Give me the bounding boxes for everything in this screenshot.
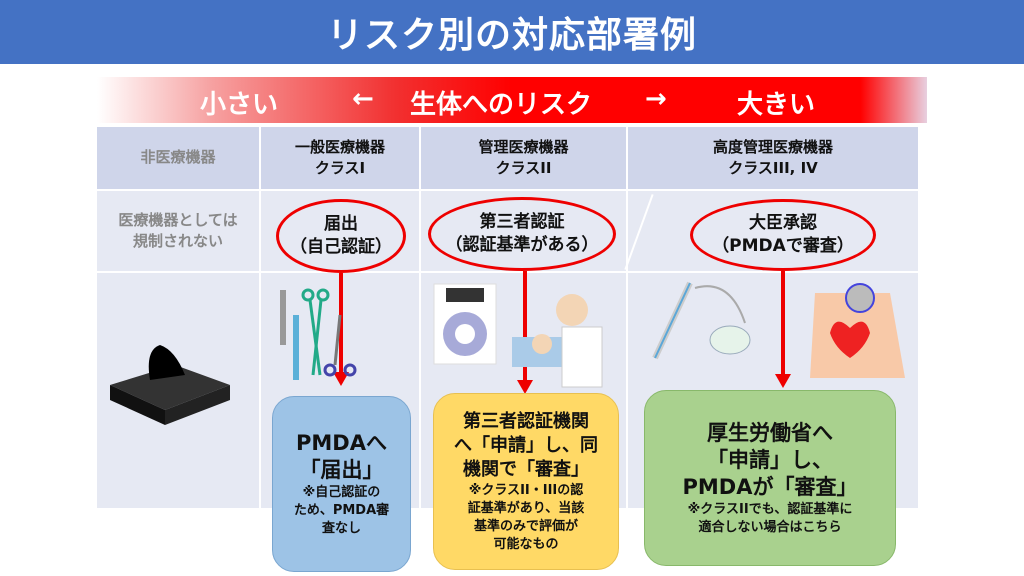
slide-title: リスク別の対応部署例 bbox=[0, 0, 1024, 64]
notification-oval: 届出（自己認証） bbox=[276, 199, 406, 273]
arrow-down-icon bbox=[517, 380, 533, 394]
class2-header: 管理医療機器クラスII bbox=[478, 138, 569, 177]
not-regulated-text: 医療機器としては規制されない bbox=[118, 211, 238, 250]
divider bbox=[97, 271, 918, 273]
risk-label: 生体へのリスク bbox=[410, 90, 593, 120]
arrow-line bbox=[781, 271, 785, 376]
risk-large-label: 大きい bbox=[737, 90, 816, 120]
divider bbox=[419, 127, 421, 508]
implant-devices-icon bbox=[652, 281, 905, 378]
surgical-tools-icon bbox=[280, 288, 357, 380]
left-arrow-icon: ← bbox=[352, 84, 374, 114]
notification-box: PMDAへ「届出」 ※自己認証のため、PMDA審査なし bbox=[272, 396, 411, 572]
minister-approval-oval: 大臣承認（PMDAで審査） bbox=[690, 199, 876, 271]
class3-4-header: 高度管理医療機器クラスIII, IV bbox=[712, 138, 833, 177]
arrow-line bbox=[339, 273, 343, 373]
arrow-down-icon bbox=[333, 372, 349, 386]
tissue-box-icon bbox=[110, 345, 230, 425]
approval-box: 厚生労働省へ「申請」し、PMDAが「審査」 ※クラスIIでも、認証基準に適合しな… bbox=[644, 390, 896, 566]
third-party-cert-oval: 第三者認証（認証基準がある） bbox=[428, 197, 616, 271]
divider bbox=[259, 127, 261, 508]
blood-pressure-monitor-icon bbox=[433, 283, 603, 388]
certification-box: 第三者認証機関へ「申請」し、同機関で「審査」 ※クラスII・IIIの認証基準があ… bbox=[433, 393, 619, 570]
arrow-down-icon bbox=[775, 374, 791, 388]
right-arrow-icon: → bbox=[645, 84, 667, 114]
risk-gradient-bar: 小さい ← 生体へのリスク → 大きい bbox=[97, 77, 927, 123]
non-medical-header: 非医療機器 bbox=[140, 148, 216, 166]
header-row bbox=[97, 127, 918, 189]
divider bbox=[626, 127, 628, 508]
divider bbox=[97, 189, 918, 191]
arrow-line bbox=[523, 271, 527, 383]
class1-header: 一般医療機器クラスI bbox=[294, 138, 385, 177]
risk-small-label: 小さい bbox=[200, 90, 279, 120]
